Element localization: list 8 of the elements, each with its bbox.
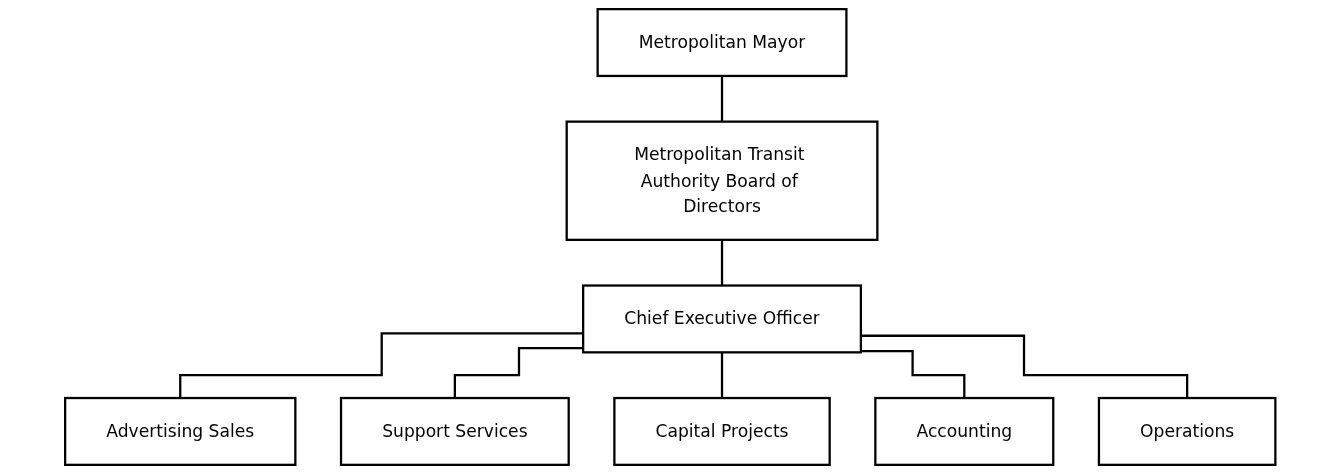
node-box: Accounting <box>874 396 1055 466</box>
node-box: Metropolitan Transit Authority Board of Directors <box>565 120 879 241</box>
node-box: Capital Projects <box>613 396 832 466</box>
node-box: Chief Executive Officer <box>582 284 863 354</box>
node-box: Support Services <box>340 396 571 466</box>
node-box: Metropolitan Mayor <box>596 8 848 78</box>
node-box: Operations <box>1098 396 1277 466</box>
node-box: Advertising Sales <box>64 396 297 466</box>
